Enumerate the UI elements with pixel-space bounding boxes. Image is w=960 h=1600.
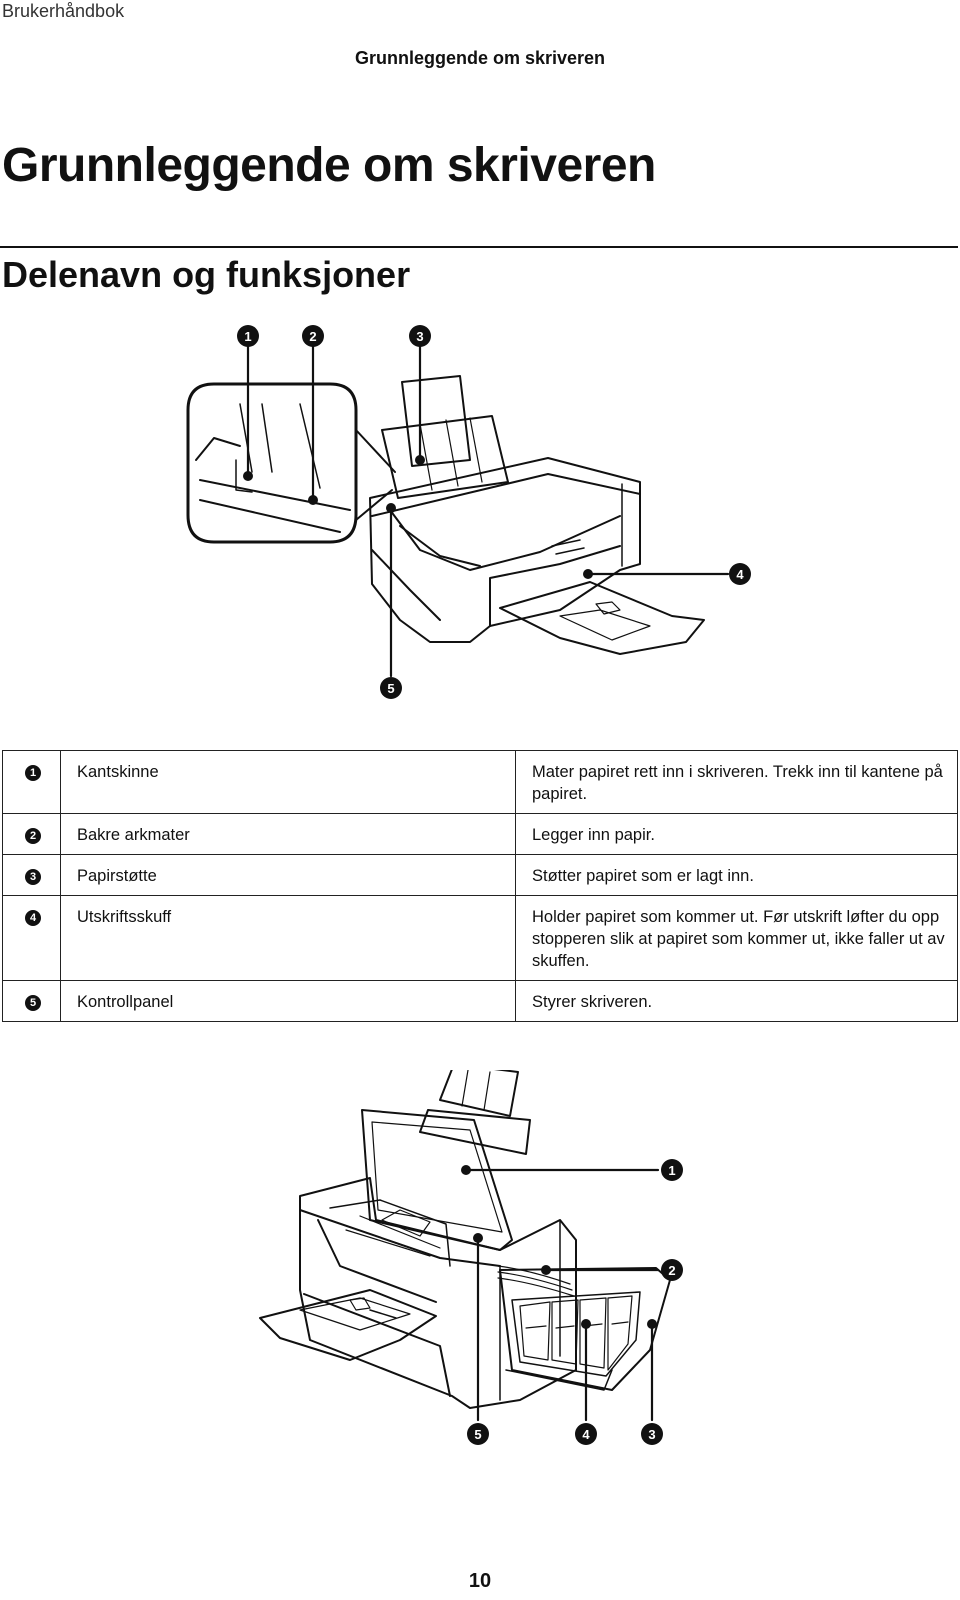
heading-divider: [0, 246, 958, 248]
callout-number: 2: [25, 827, 41, 844]
svg-text:1: 1: [668, 1163, 675, 1178]
table-row: 5 Kontrollpanel Styrer skriveren.: [2, 980, 958, 1022]
part-name: Papirstøtte: [60, 854, 516, 896]
part-description: Styrer skriveren.: [515, 980, 958, 1022]
svg-text:4: 4: [736, 567, 744, 582]
subheading: Delenavn og funksjoner: [2, 254, 411, 295]
part-name: Utskriftsskuff: [60, 895, 516, 981]
printer-open-illustration: 1 2 5 4 3: [0, 1070, 960, 1490]
svg-text:2: 2: [309, 329, 316, 344]
callout-number: 4: [25, 909, 41, 926]
svg-text:5: 5: [474, 1427, 481, 1442]
svg-text:5: 5: [387, 681, 394, 696]
figure1-callout-3: 3: [409, 325, 431, 347]
figure2-callout-1: 1: [661, 1159, 683, 1181]
part-description: Støtter papiret som er lagt inn.: [515, 854, 958, 896]
svg-text:3: 3: [648, 1427, 655, 1442]
figure1-callout-1: 1: [237, 325, 259, 347]
page-heading: Grunnleggende om skriveren: [2, 139, 656, 192]
printer-front-illustration: 1 2 3 4 5: [0, 320, 960, 720]
svg-text:4: 4: [582, 1427, 590, 1442]
figure2-callout-4: 4: [575, 1423, 597, 1445]
running-section-title: Grunnleggende om skriveren: [354, 48, 606, 68]
part-name: Kontrollpanel: [60, 980, 516, 1022]
table-row: 2 Bakre arkmater Legger inn papir.: [2, 813, 958, 855]
part-name: Kantskinne: [60, 750, 516, 814]
manual-title: Brukerhåndbok: [2, 1, 125, 21]
parts-table: 1 Kantskinne Mater papiret rett inn i sk…: [2, 750, 958, 1022]
figure2-callout-3: 3: [641, 1423, 663, 1445]
part-description: Mater papiret rett inn i skriveren. Trek…: [515, 750, 958, 814]
figure2-callout-2: 2: [661, 1259, 683, 1281]
svg-text:1: 1: [244, 329, 251, 344]
table-row: 4 Utskriftsskuff Holder papiret som komm…: [2, 895, 958, 981]
figure1-callout-5: 5: [380, 677, 402, 699]
part-description: Legger inn papir.: [515, 813, 958, 855]
figure1-callout-4: 4: [729, 563, 751, 585]
table-row: 3 Papirstøtte Støtter papiret som er lag…: [2, 854, 958, 896]
figure2-callout-5: 5: [467, 1423, 489, 1445]
callout-number: 3: [25, 868, 41, 885]
svg-text:2: 2: [668, 1263, 675, 1278]
callout-number: 5: [25, 994, 41, 1011]
callout-number: 1: [25, 764, 41, 781]
page-number: 10: [468, 1570, 492, 1592]
figure1-callout-2: 2: [302, 325, 324, 347]
svg-text:3: 3: [416, 329, 423, 344]
part-description: Holder papiret som kommer ut. Før utskri…: [515, 895, 958, 981]
table-row: 1 Kantskinne Mater papiret rett inn i sk…: [2, 750, 958, 814]
part-name: Bakre arkmater: [60, 813, 516, 855]
